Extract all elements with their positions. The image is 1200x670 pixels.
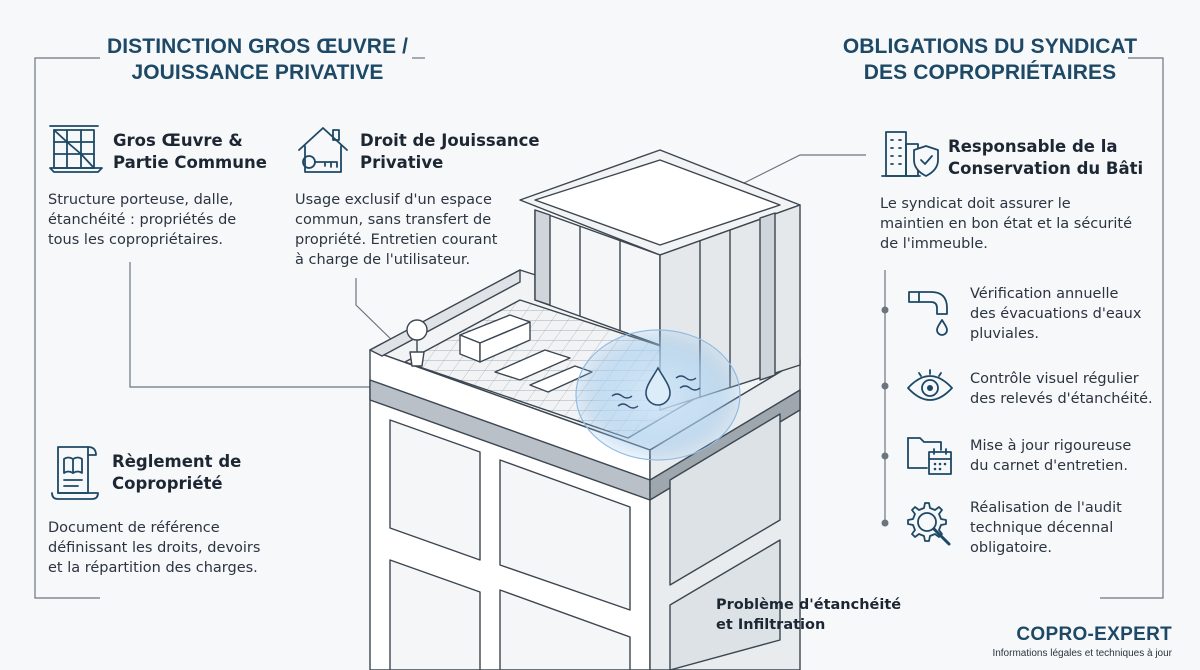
reglement-text-line-2: définissant les droits, devoirs (48, 540, 261, 556)
bullet-1-text-line-3: pluviales. (970, 326, 1040, 342)
jouissance-text-line-3: propriété. Entretien courant (295, 232, 498, 248)
gros-oeuvre-text-line-2: étanchéité : propriétés de (48, 212, 237, 228)
bullet-4-text-line-1: Réalisation de l'audit (970, 500, 1122, 516)
bullet-2-text: Contrôle visuel régulier des relevés d'é… (970, 369, 1170, 409)
bullet-4-text-line-3: obligatoire. (970, 540, 1052, 556)
reglement-title-line-2: Copropriété (112, 474, 223, 493)
jouissance-text-line-1: Usage exclusif d'un espace (295, 192, 492, 208)
document-book-icon (51, 446, 99, 500)
building-shield-icon (881, 131, 939, 177)
scaffold-structure-icon (49, 125, 103, 173)
reglement-text-line-1: Document de référence (48, 520, 220, 536)
brand-tagline: Informations légales et techniques à jou… (992, 648, 1172, 659)
brand-name: COPRO-EXPERT (1016, 624, 1172, 645)
house-key-icon (298, 127, 348, 173)
gear-magnifier-icon (907, 502, 951, 546)
bullet-2-text-line-2: des relevés d'étanchéité. (970, 391, 1153, 407)
jouissance-title-line-2: Privative (360, 153, 444, 172)
pipe-drop-icon (908, 291, 948, 336)
problem-label: Problème d'étanchéité et Infiltration (716, 595, 936, 635)
right-heading: OBLIGATIONS DU SYNDICAT DES COPROPRIÉTAI… (830, 34, 1150, 86)
problem-label-line-1: Problème d'étanchéité (716, 597, 902, 613)
right-heading-line-1: OBLIGATIONS DU SYNDICAT (842, 35, 1138, 58)
bullet-1-text-line-2: des évacuations d'eaux (970, 306, 1142, 322)
right-heading-line-2: DES COPROPRIÉTAIRES (863, 61, 1117, 84)
left-heading: DISTINCTION GROS ŒUVRE / JOUISSANCE PRIV… (85, 34, 430, 86)
bullet-4-text: Réalisation de l'audit technique décenna… (970, 498, 1170, 558)
gros-oeuvre-text-line-1: Structure porteuse, dalle, (48, 192, 234, 208)
building-illustration (369, 149, 801, 670)
gros-oeuvre-title-line-1: Gros Œuvre & (113, 131, 243, 150)
responsable-text-line-1: Le syndicat doit assurer le (880, 196, 1071, 212)
eye-icon (907, 369, 953, 401)
reglement-title-line-1: Règlement de (112, 452, 242, 471)
responsable-title-line-1: Responsable de la (948, 137, 1118, 156)
jouissance-text-line-4: à charge de l'utilisateur. (295, 252, 471, 268)
jouissance-text: Usage exclusif d'un espace commun, sans … (295, 190, 525, 270)
responsable-text: Le syndicat doit assurer le maintien en … (880, 194, 1160, 254)
jouissance-title-line-1: Droit de Jouissance (360, 131, 540, 150)
bullet-4-text-line-2: technique décennal (970, 520, 1114, 536)
reglement-text-line-3: et la répartition des charges. (48, 560, 258, 576)
bullet-3-text-line-2: du carnet d'entretien. (970, 458, 1128, 474)
jouissance-text-line-2: commun, sans transfert de (295, 212, 492, 228)
problem-label-line-2: et Infiltration (716, 617, 826, 633)
left-heading-line-1: DISTINCTION GROS ŒUVRE / (106, 35, 409, 58)
gros-oeuvre-text: Structure porteuse, dalle, étanchéité : … (48, 190, 268, 250)
bullet-2-text-line-1: Contrôle visuel régulier (970, 371, 1139, 387)
bullet-1-text: Vérification annuelle des évacuations d'… (970, 284, 1170, 344)
bullet-1-text-line-1: Vérification annuelle (970, 286, 1119, 302)
gros-oeuvre-title-line-2: Partie Commune (113, 153, 267, 172)
responsable-title-line-2: Conservation du Bâti (948, 159, 1144, 178)
left-heading-line-2: JOUISSANCE PRIVATIVE (131, 61, 384, 84)
gros-oeuvre-title: Gros Œuvre & Partie Commune (113, 130, 293, 174)
responsable-title: Responsable de la Conservation du Bâti (948, 136, 1168, 180)
reglement-text: Document de référence définissant les dr… (48, 518, 298, 578)
jouissance-title: Droit de Jouissance Privative (360, 130, 550, 174)
reglement-title: Règlement de Copropriété (112, 451, 292, 495)
responsable-text-line-2: maintien en bon état et la sécurité (880, 216, 1133, 232)
responsable-text-line-3: de l'immeuble. (880, 236, 988, 252)
gros-oeuvre-text-line-3: tous les copropriétaires. (48, 232, 224, 248)
bullet-3-text: Mise à jour rigoureuse du carnet d'entre… (970, 436, 1170, 476)
folder-calendar-icon (907, 437, 952, 475)
bullet-3-text-line-1: Mise à jour rigoureuse (970, 438, 1132, 454)
